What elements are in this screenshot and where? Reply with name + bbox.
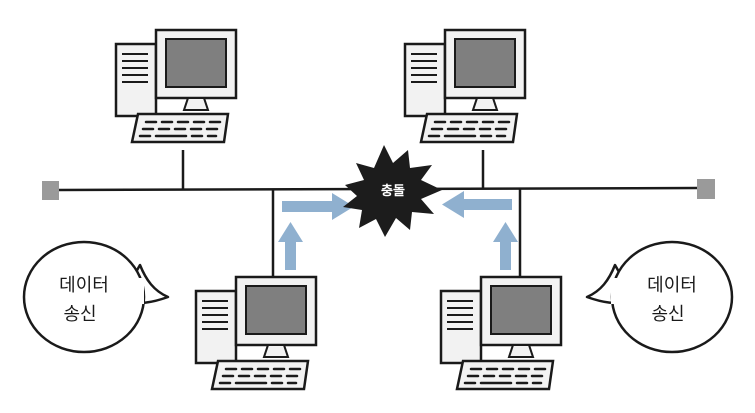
computer-top-left [114,28,238,144]
computer-top-right [403,28,527,144]
bubble-right-line2: 송신 [651,304,684,325]
arrow-left-up [278,222,303,270]
bubble-left-line1: 데이터 [59,275,109,296]
bus-terminator-left [42,181,59,200]
arrow-right-left [442,191,512,218]
computer-bottom-left [194,275,318,391]
bus-terminator-right [697,179,715,199]
computer-bottom-right [439,275,563,391]
bubble-right-line1: 데이터 [647,275,697,296]
collision-burst-icon [343,145,442,237]
arrow-left-right [282,193,354,220]
collision-label: 충돌 [381,183,405,199]
bubble-left-line2: 송신 [63,304,96,325]
speech-bubble-left: 데이터 송신 [22,240,170,354]
speech-bubble-right: 데이터 송신 [585,240,734,354]
arrow-right-up [493,222,518,270]
